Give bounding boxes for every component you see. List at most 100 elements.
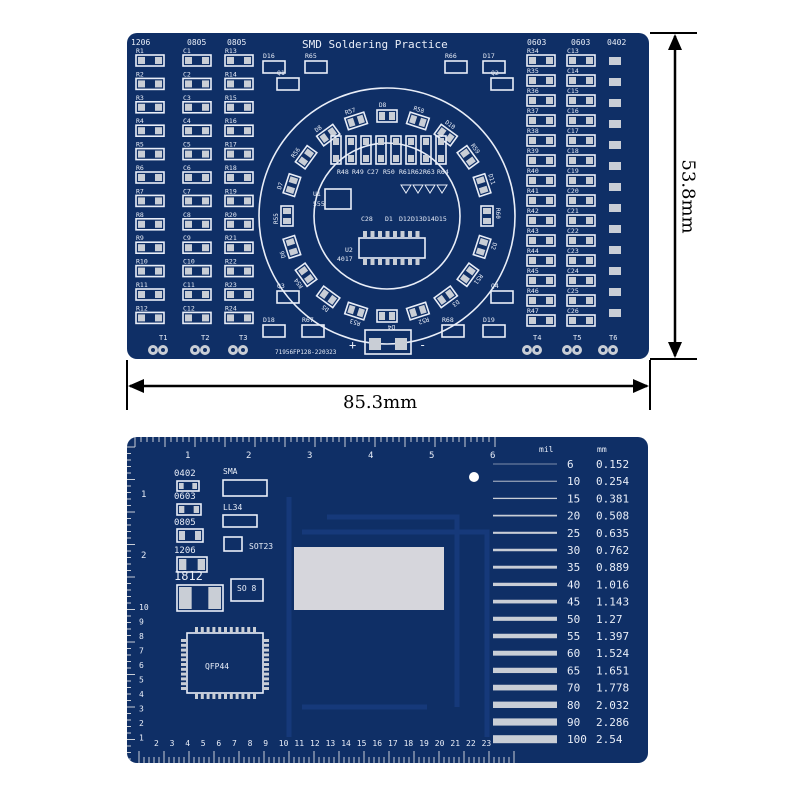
edge-part-label: Q2 bbox=[491, 69, 499, 77]
ring-label: D8 bbox=[379, 102, 387, 109]
component-label: R34 bbox=[527, 47, 539, 55]
center-label: D12 bbox=[399, 215, 411, 223]
terminal-hole bbox=[601, 348, 605, 352]
solder-pad bbox=[609, 141, 621, 149]
ring-label: R60 bbox=[494, 208, 501, 219]
component-label: R21 bbox=[225, 234, 237, 242]
trace-line bbox=[493, 633, 557, 639]
component-label: C22 bbox=[567, 227, 579, 235]
solder-pad bbox=[586, 137, 593, 144]
board-title: SMD Soldering Practice bbox=[302, 38, 448, 51]
ruler-bottom-label: 22 bbox=[466, 739, 476, 748]
component-label: C10 bbox=[183, 258, 195, 266]
solder-pad bbox=[609, 204, 621, 212]
terminal-hole bbox=[241, 348, 245, 352]
ring-label: R59 bbox=[469, 143, 481, 156]
component-outline bbox=[182, 218, 212, 231]
component-outline bbox=[135, 288, 165, 301]
center-label: R50 bbox=[383, 168, 395, 176]
solder-pad bbox=[202, 174, 209, 181]
solder-pad bbox=[227, 220, 234, 228]
solder-pad bbox=[298, 156, 309, 167]
trace-mil: 60 bbox=[567, 647, 580, 660]
component-outline bbox=[224, 241, 254, 254]
solder-pad bbox=[244, 80, 251, 88]
ruler-bottom-label: 2 bbox=[154, 739, 159, 748]
led-symbol bbox=[436, 184, 448, 194]
component-outline bbox=[441, 324, 465, 338]
solder-pad bbox=[285, 238, 296, 247]
solder-pad bbox=[529, 237, 536, 244]
solder-pad bbox=[529, 157, 536, 164]
edge-part-label: Q4 bbox=[491, 282, 499, 290]
solder-pad bbox=[408, 138, 414, 145]
solder-pad bbox=[465, 265, 476, 276]
component-outline bbox=[566, 194, 596, 207]
width-dimension: 85.3mm bbox=[343, 392, 418, 413]
solder-pad bbox=[459, 274, 470, 284]
solder-pad bbox=[283, 208, 291, 214]
solder-pad bbox=[202, 57, 209, 64]
component-outline bbox=[224, 194, 254, 208]
component-label: R43 bbox=[527, 227, 539, 235]
solder-pad bbox=[227, 244, 234, 252]
qfp-pin bbox=[247, 627, 251, 633]
solder-pad bbox=[378, 138, 384, 145]
component-outline bbox=[182, 171, 212, 184]
size-header: 0805 bbox=[227, 38, 246, 47]
solder-pad bbox=[483, 218, 491, 224]
solder-pad bbox=[409, 114, 418, 125]
center-label: U2 bbox=[345, 246, 353, 254]
solder-pad bbox=[569, 277, 576, 284]
ic-u2-outline bbox=[358, 237, 426, 259]
solder-pad bbox=[155, 244, 162, 252]
solder-pad bbox=[546, 297, 553, 304]
terminal-hole bbox=[575, 348, 579, 352]
trace-mil: 90 bbox=[567, 716, 580, 729]
solder-pad bbox=[179, 559, 187, 570]
solder-pad bbox=[244, 244, 251, 252]
ruler-top-label: 2 bbox=[246, 451, 251, 461]
qfp-pin bbox=[253, 693, 256, 699]
solder-pad bbox=[389, 112, 395, 120]
component-label: R22 bbox=[225, 258, 237, 266]
qfp-pin bbox=[181, 653, 187, 657]
trace-mm: 1.651 bbox=[596, 664, 629, 677]
component-label: R9 bbox=[136, 234, 144, 242]
component-label: R8 bbox=[136, 211, 144, 219]
ruler-bottom-label: 6 bbox=[216, 739, 221, 748]
solder-pad bbox=[138, 314, 145, 322]
size-header: 0402 bbox=[607, 38, 626, 47]
center-label: D14 bbox=[423, 215, 435, 223]
solder-pad bbox=[347, 304, 356, 315]
component-outline bbox=[282, 234, 302, 260]
solder-pad bbox=[185, 174, 192, 181]
power-pad bbox=[369, 338, 381, 350]
solder-pad bbox=[138, 220, 145, 228]
component-outline bbox=[490, 77, 514, 91]
solder-pad bbox=[529, 217, 536, 224]
ring-inner bbox=[313, 142, 461, 290]
component-outline bbox=[182, 311, 212, 325]
package-label: LL34 bbox=[223, 503, 242, 512]
ruler-bottom-label: 7 bbox=[232, 739, 237, 748]
component-outline bbox=[376, 109, 398, 123]
qfp-pin bbox=[200, 693, 204, 699]
solder-pad bbox=[529, 177, 536, 184]
terminal-hole bbox=[565, 348, 569, 352]
solder-pad bbox=[138, 150, 145, 158]
solder-pad bbox=[393, 155, 399, 162]
qfp-pin bbox=[181, 677, 187, 681]
component-label: R18 bbox=[225, 164, 237, 172]
trace-line bbox=[493, 497, 557, 500]
ruler-bottom-label: 8 bbox=[248, 739, 253, 748]
center-label: R61 bbox=[399, 168, 411, 176]
solder-pad bbox=[155, 80, 162, 88]
ic-pin bbox=[408, 259, 412, 265]
trace-mil: 40 bbox=[567, 578, 580, 591]
solder-pad bbox=[227, 80, 234, 88]
solder-pad bbox=[609, 246, 621, 254]
component-label: C15 bbox=[567, 87, 579, 95]
solder-pad bbox=[244, 150, 251, 158]
